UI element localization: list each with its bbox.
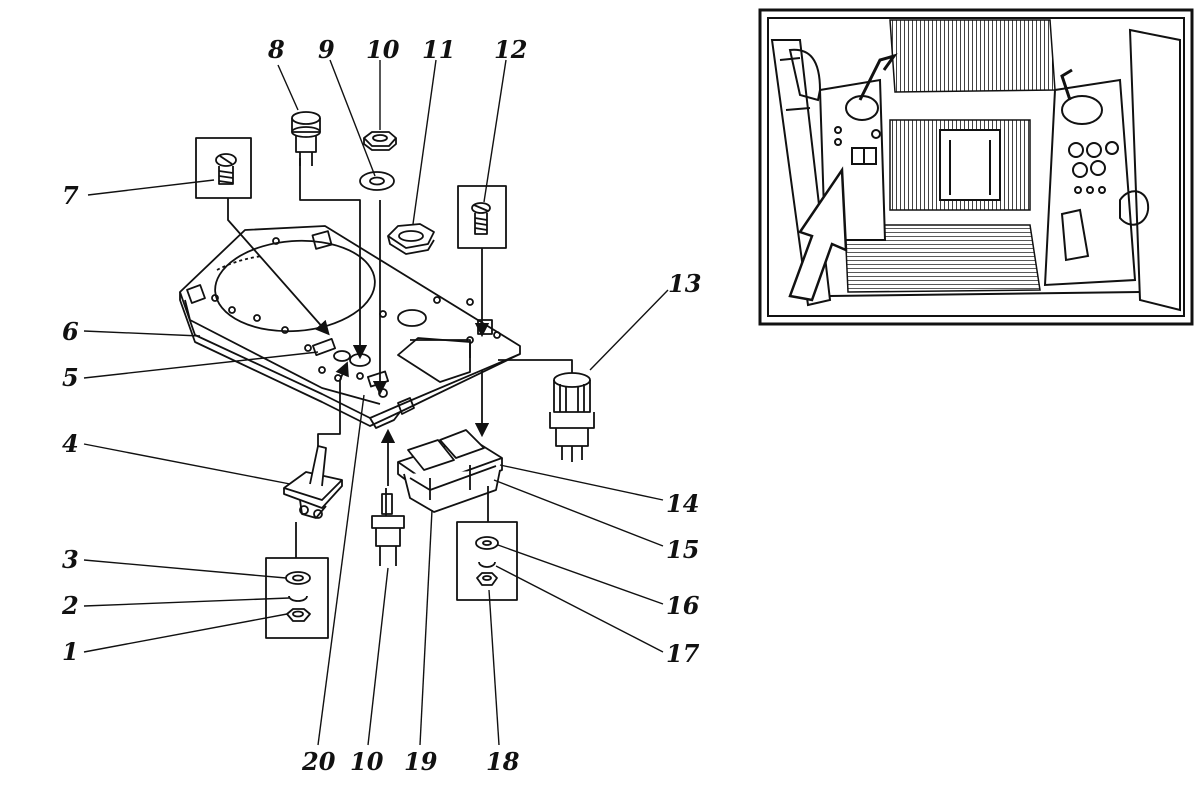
connector-13 <box>410 339 595 462</box>
screw-inset-12 <box>457 185 507 338</box>
callout-labels: 7 6 5 4 3 2 1 8 9 10 11 12 13 14 15 16 1… <box>61 35 701 776</box>
callout-2: 2 <box>61 591 79 620</box>
callout-15: 15 <box>666 535 699 564</box>
large-nut-11 <box>387 223 435 255</box>
leader-lines <box>83 59 669 746</box>
callout-14: 14 <box>666 489 699 518</box>
mounting-plate <box>179 225 521 429</box>
cab-interior-inset <box>758 8 1194 326</box>
callout-10-bottom: 10 <box>350 747 384 776</box>
callout-18: 18 <box>486 747 520 776</box>
callout-11: 11 <box>422 35 455 64</box>
hardware-inset-16-18 <box>456 486 518 601</box>
callout-6: 6 <box>62 317 79 346</box>
callout-16: 16 <box>666 591 700 620</box>
callout-10-top: 10 <box>366 35 400 64</box>
callout-17: 17 <box>666 639 700 668</box>
callout-20: 20 <box>301 747 336 776</box>
indicator-lamp-8 <box>291 111 368 360</box>
push-button-10-bottom <box>371 428 405 566</box>
callout-13: 13 <box>668 269 701 298</box>
hardware-inset-1-3 <box>265 522 329 639</box>
toggle-switch-4 <box>283 368 345 519</box>
callout-7: 7 <box>62 181 79 210</box>
callout-5: 5 <box>62 363 79 392</box>
callout-12: 12 <box>494 35 527 64</box>
washer-9 <box>359 171 395 191</box>
callout-4: 4 <box>62 429 79 458</box>
rocker-switch-block <box>397 370 503 513</box>
callout-3: 3 <box>62 545 79 574</box>
nut-10-top <box>363 131 397 396</box>
callout-8: 8 <box>267 35 285 64</box>
callout-9: 9 <box>318 35 335 64</box>
screw-inset-7 <box>195 137 330 336</box>
callout-19: 19 <box>404 747 438 776</box>
callout-1: 1 <box>62 637 79 666</box>
